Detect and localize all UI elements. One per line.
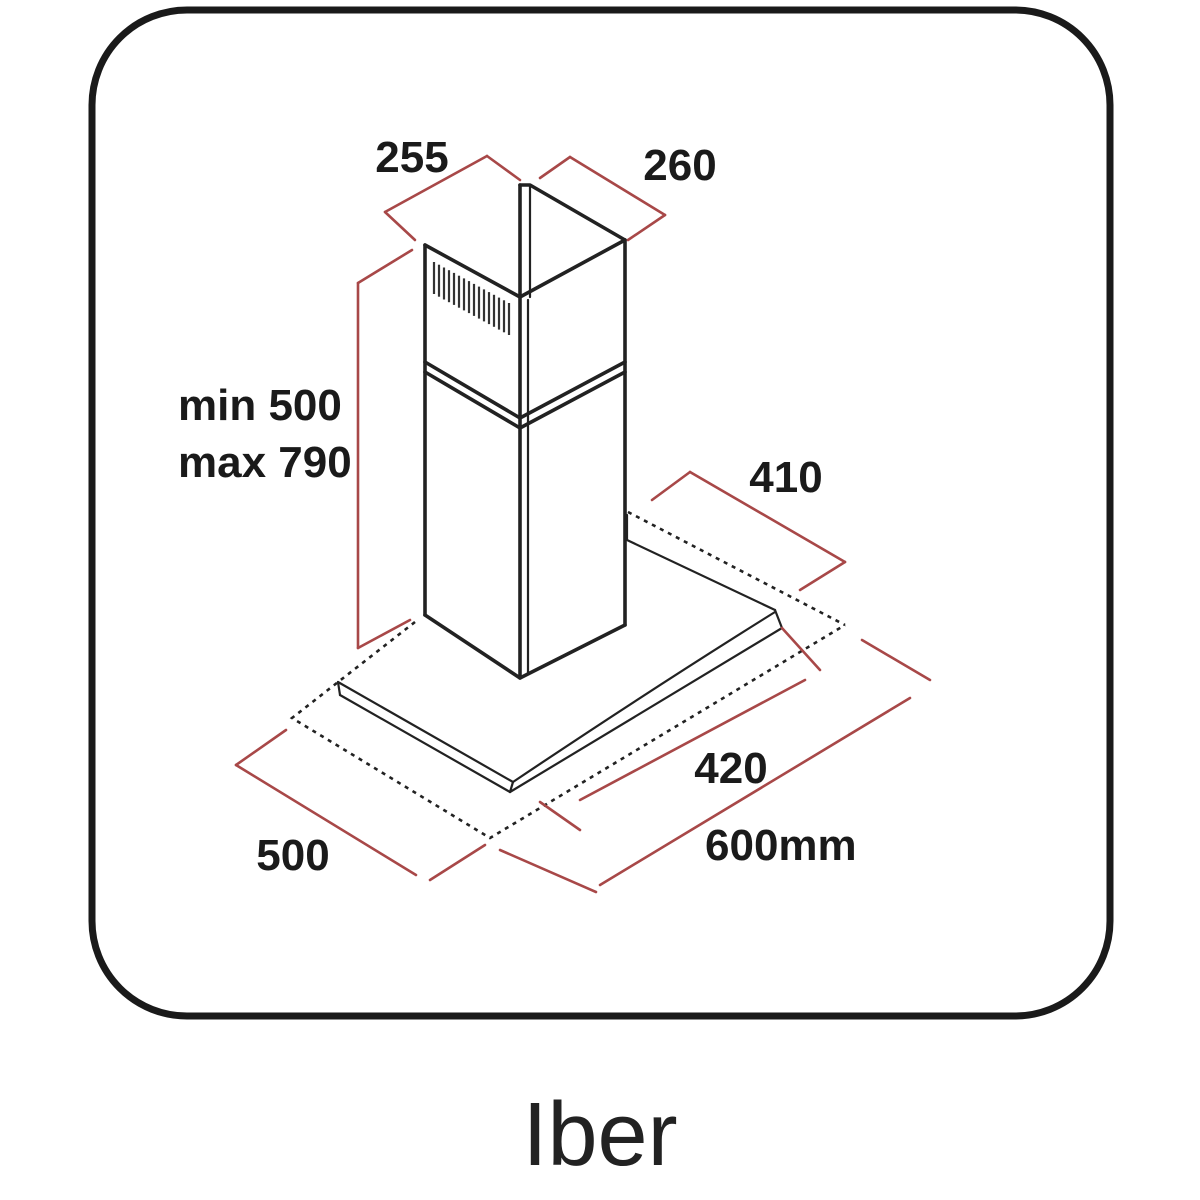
label-canopy-glass-width: 420 [694,744,767,793]
dimension-tick [428,843,487,882]
chimney-joint-band-upper [423,360,627,420]
dimension-tick [650,470,692,502]
dimension-height [356,248,414,650]
canopy-right-end [773,608,784,630]
dimension-tick [498,848,598,894]
dimension-tick [780,626,822,672]
dimension-chimney-width [383,154,522,242]
dimension-line [688,470,847,564]
canopy-footprint-outline [289,620,846,840]
chimney [423,183,627,680]
label-height-max: max 790 [178,438,352,487]
dimension-tick [356,248,414,285]
label-canopy-top-depth: 410 [749,453,822,502]
canopy [289,510,846,840]
canopy-front-corner [508,780,515,794]
label-chimney-depth: 260 [643,141,716,190]
dimension-line [568,155,667,217]
dimension-canopy-width [498,638,932,894]
dimension-canopy-top-depth [650,470,847,592]
label-height-min: min 500 [178,381,342,430]
canopy-glass-front-lower [508,626,784,794]
dimension-tick [798,560,847,592]
label-canopy-depth: 500 [256,831,329,880]
dimension-tick [234,728,288,767]
dimension-tick [626,213,667,242]
dimension-tick [860,638,932,682]
dimension-canopy-glass-width [538,626,822,832]
dimension-chimney-depth [538,155,667,242]
chimney-top-back-edge [518,183,627,242]
dimension-tick [356,618,412,650]
dimension-tick [485,154,522,182]
canopy-back-top-edge [625,538,777,612]
canopy-footprint-back [627,510,846,627]
dimension-tick [383,210,417,242]
dimension-line [234,763,418,877]
canopy-left-edge-upper [336,680,515,784]
dimension-line [598,696,912,887]
canopy-glass-front-upper [511,610,777,784]
canopy-left-end [336,680,342,697]
dimension-canopy-depth [234,728,487,882]
dimension-line [578,678,807,802]
canopy-left-edge-lower [338,693,512,794]
dimension-tick [538,800,582,832]
vent-slots [432,262,511,335]
label-canopy-width: 600mm [705,821,857,870]
chimney-joint-band-lower [423,370,627,430]
diagram-frame [88,6,1114,1020]
chimney-top-front-edge [423,238,627,299]
dimension-lines [234,154,932,894]
dimension-line [383,154,489,214]
brand-name: Iber [522,1085,677,1185]
dimension-tick [538,155,572,180]
label-chimney-width: 255 [375,133,448,182]
chimney-bottom-edge [423,613,627,680]
